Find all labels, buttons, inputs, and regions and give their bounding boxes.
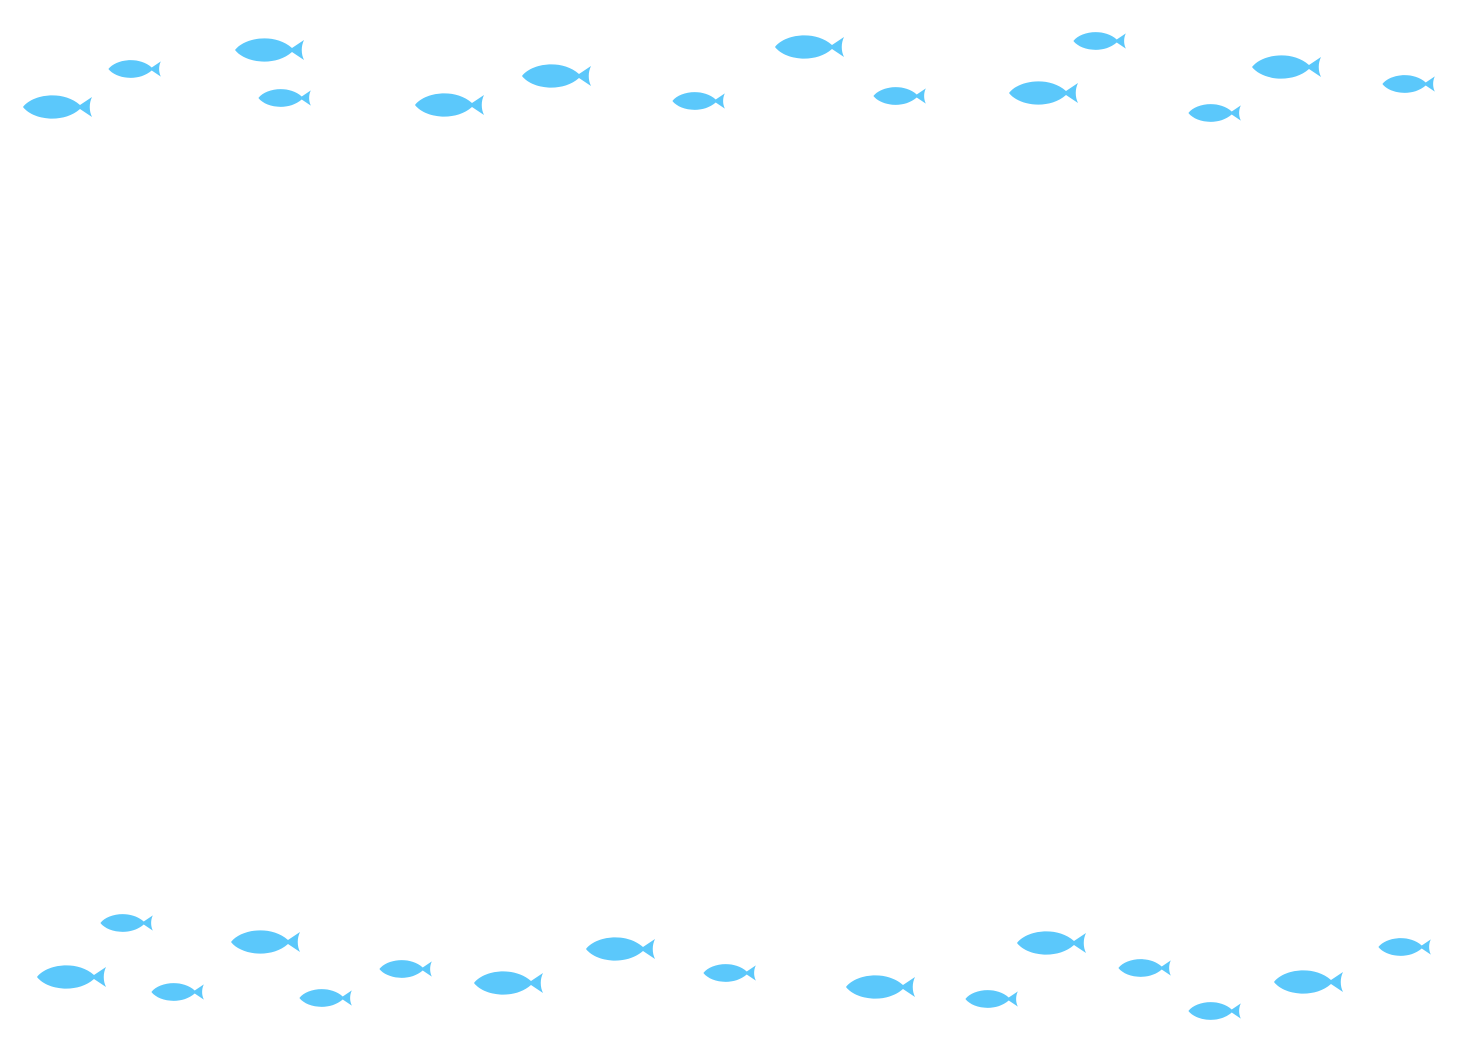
fish-icon (258, 89, 311, 107)
fish-icon (37, 965, 106, 989)
fish-icon (100, 914, 153, 932)
fish-icon (1118, 959, 1171, 977)
top-fish-border (23, 32, 1435, 122)
fish-icon (873, 87, 926, 105)
fish-icon (1009, 81, 1078, 105)
fish-icon (1188, 104, 1241, 122)
fish-icon (586, 937, 655, 961)
fish-icon (846, 975, 915, 999)
fish-icon (151, 983, 204, 1001)
fish-icon (299, 989, 352, 1007)
fish-icon (703, 964, 756, 982)
fish-icon (672, 92, 725, 110)
bottom-fish-border (37, 914, 1431, 1020)
fish-icon (775, 35, 844, 59)
fish-icon (1252, 55, 1321, 79)
fish-icon (1274, 970, 1343, 994)
fish-icon (1017, 931, 1086, 955)
fish-icon (108, 60, 161, 78)
fish-icon (522, 64, 591, 88)
fish-icon (379, 960, 432, 978)
fish-icon (23, 95, 92, 119)
fish-icon (1382, 75, 1435, 93)
fish-icon (1378, 938, 1431, 956)
fish-icon (1073, 32, 1126, 50)
fish-icon (474, 971, 543, 995)
fish-icon (965, 990, 1018, 1008)
fish-icon (235, 38, 304, 62)
fish-icon (1188, 1002, 1241, 1020)
fish-icon (231, 930, 300, 954)
fish-icon (415, 93, 484, 117)
